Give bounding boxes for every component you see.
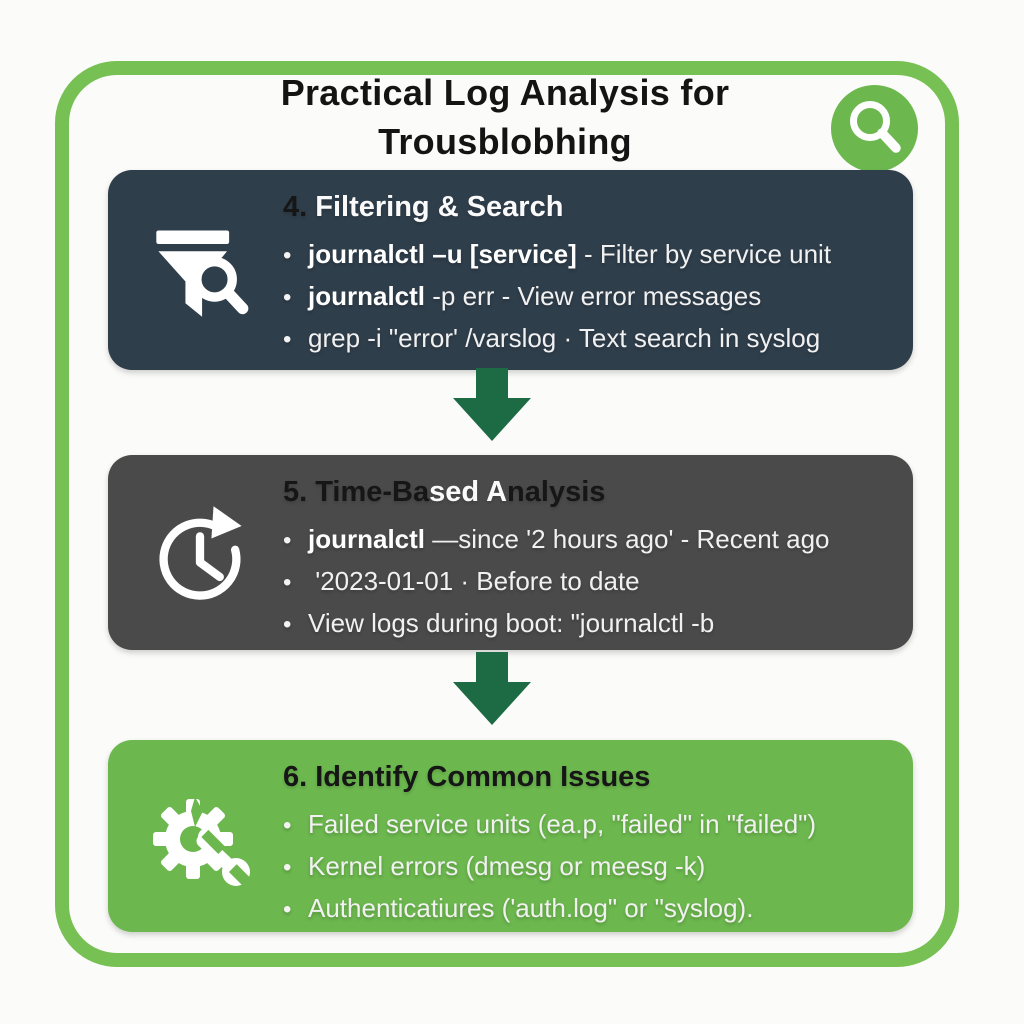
bullet-text: -p err - View error messages <box>425 281 762 311</box>
history-clock-icon <box>145 498 255 608</box>
bullet-dot: • <box>283 854 292 881</box>
bullet-text: Failed service units (ea.p, "failed" in … <box>308 809 817 839</box>
bullet-item: • Failed service units (ea.p, "failed" in… <box>283 804 889 846</box>
heading-segment: 4. <box>283 191 308 223</box>
bullet-text: - Filter by service unit <box>576 239 832 269</box>
bullet-item: • View logs during boot: "journalctl -b <box>283 603 889 645</box>
bullet-command: journalctl –u [service] <box>308 239 577 269</box>
search-icon <box>831 85 918 172</box>
bullet-dot: • <box>283 527 292 554</box>
panel-identify-common-issues: 6. Identify Common Issues • Failed servic… <box>108 740 913 932</box>
bullet-item: • '2023-01-01 · Before to date <box>283 561 889 603</box>
bullet-dot: • <box>283 896 292 923</box>
bullet-item: • journalctl —since '2 hours ago' - Recen… <box>283 519 889 561</box>
bullet-item: • journalctl -p err - View error messages <box>283 276 889 318</box>
bullet-dot: • <box>283 242 292 269</box>
arrow-down-icon <box>452 368 532 442</box>
heading-segment: sed A <box>429 476 508 508</box>
bullet-text: —since '2 hours ago' - Recent ago <box>425 524 830 554</box>
bullet-command: journalctl <box>308 524 426 554</box>
bullet-dot: • <box>283 569 292 596</box>
heading-segment: 5. Time-Ba <box>283 476 430 508</box>
bullet-dot: • <box>283 611 292 638</box>
page-title: Practical Log Analysis for Trousblobhing <box>155 68 855 166</box>
bullet-dot: • <box>283 326 292 353</box>
bullet-dot: • <box>283 812 292 839</box>
bullet-item: • Authenticatiures ('auth.log" or "syslog… <box>283 888 889 930</box>
bullet-text: grep -i "error' /varslog · Text search i… <box>308 323 821 353</box>
search-badge <box>831 85 918 172</box>
panel-heading: 6. Identify Common Issues <box>283 759 889 795</box>
panel-heading: 5. Time-Based Analysis <box>283 474 889 510</box>
bullet-item: • grep -i "error' /varslog · Text search … <box>283 318 889 360</box>
bullet-text: View logs during boot: "journalctl -b <box>308 608 715 638</box>
bullet-item: • journalctl –u [service] - Filter by ser… <box>283 234 889 276</box>
bullet-text: Kernel errors (dmesg or meesg -k) <box>308 851 706 881</box>
heading-segment: 6. Identify Common Issues <box>283 761 651 793</box>
bullet-command: journalctl <box>308 281 426 311</box>
filter-search-icon <box>145 215 255 325</box>
title-line-2: Trousblobhing <box>378 121 632 162</box>
panel-heading: 4. Filtering & Search <box>283 189 889 225</box>
bullet-dot: • <box>283 284 292 311</box>
bullet-text: Authenticatiures ('auth.log" or "syslog)… <box>308 893 754 923</box>
bullet-text: '2023-01-01 · Before to date <box>308 566 640 596</box>
heading-segment: Filtering & Search <box>307 191 564 223</box>
gear-wrench-icon <box>145 781 255 892</box>
heading-segment: nalysis <box>507 476 606 508</box>
title-line-1: Practical Log Analysis for <box>280 72 730 113</box>
bullet-item: • Kernel errors (dmesg or meesg -k) <box>283 846 889 888</box>
panel-time-based-analysis: 5. Time-Based Analysis • journalctl —sinc… <box>108 455 913 650</box>
arrow-down-icon <box>452 652 532 726</box>
border-frame <box>55 61 959 967</box>
panel-filtering-search: 4. Filtering & Search • journalctl –u [se… <box>108 170 913 370</box>
